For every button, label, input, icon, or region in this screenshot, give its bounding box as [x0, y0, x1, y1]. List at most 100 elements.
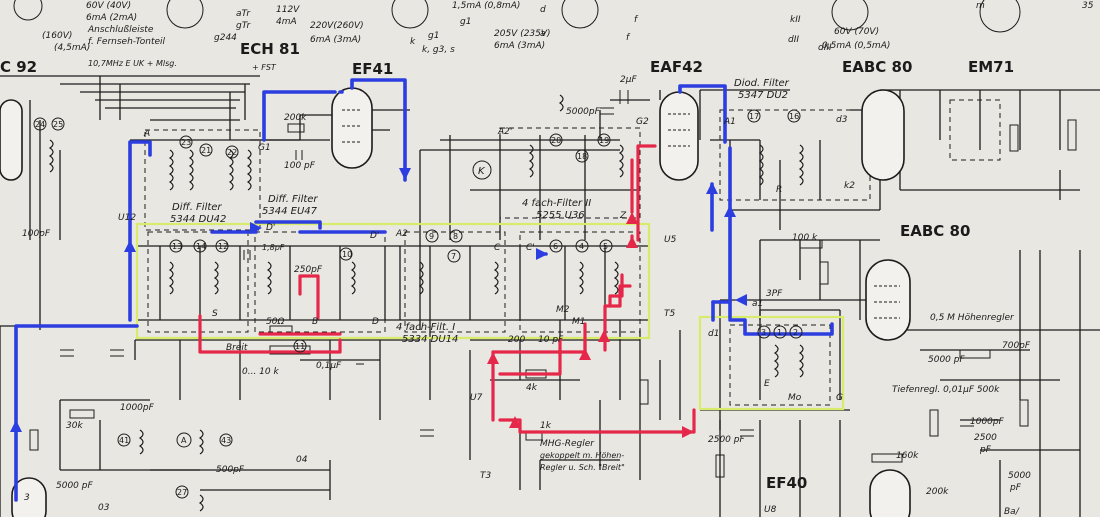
- kii-label: kII: [790, 15, 801, 25]
- A2b-label: A2': [497, 127, 512, 137]
- r160k-label: 160k: [896, 451, 919, 461]
- Db2-label: D': [266, 223, 275, 233]
- c5000pf-label: 5000pF: [566, 107, 601, 117]
- red-arrows: [487, 212, 694, 438]
- Mo-label: Mo: [788, 393, 802, 403]
- t3-marker: T3: [480, 471, 491, 481]
- r50-label: 50Ω: [266, 317, 284, 327]
- n14-label: 14: [196, 242, 206, 251]
- n3-label: 3: [761, 328, 766, 337]
- em71-label: EM71: [968, 58, 1014, 76]
- A1-label: A1: [723, 117, 736, 127]
- dIII-label: dIII: [818, 43, 832, 53]
- n4-label: 4: [579, 242, 584, 251]
- f2-label: f: [626, 33, 631, 43]
- n2-label: 2: [793, 328, 798, 337]
- c3-label: 3: [24, 493, 30, 503]
- r100k-label: 100 k: [792, 233, 818, 243]
- u7-marker: U7: [470, 393, 483, 403]
- o4-marker: 04: [296, 455, 308, 465]
- u12-marker: U12: [118, 213, 136, 223]
- n8-label: 8: [453, 232, 458, 241]
- Cb-label: C': [526, 243, 535, 253]
- c5000f-label: 5000 pF: [56, 481, 93, 491]
- c5000b-label: 5000 pF: [928, 355, 965, 365]
- c92-tube-symbol: [0, 99, 23, 181]
- g1-label: g1: [428, 31, 439, 41]
- v35-label: 35: [1082, 1, 1094, 11]
- blue-arrows: [10, 168, 747, 432]
- d1-label: d: [540, 5, 546, 15]
- ef40-tube-symbol: [869, 469, 911, 517]
- k-circle-marker: K: [478, 166, 486, 177]
- g244-label: g244: [214, 33, 237, 43]
- c10pf-label: 10 pF: [538, 335, 564, 345]
- detector-highlight-box: [698, 315, 845, 411]
- c2uf-label: 2µF: [620, 75, 637, 85]
- r200k2-label: 200k: [926, 487, 949, 497]
- fach-filter-2-title: 4 fach-Filter II: [522, 198, 591, 209]
- n41-label: 41: [119, 436, 129, 445]
- n6-label: 6: [553, 242, 558, 251]
- n18-label: 18: [577, 152, 587, 161]
- o3-marker: 03: [98, 503, 110, 513]
- D-label: D: [372, 317, 379, 327]
- S-label: S: [212, 309, 218, 319]
- c0-1uf-label: 0,1µF: [316, 361, 342, 371]
- mhg-regler-label: MHG-Regler: [540, 439, 595, 449]
- n16-label: 16: [789, 112, 799, 121]
- n9-label: 9: [429, 232, 434, 241]
- fach-filter-1-code: 5334 DU14: [402, 334, 458, 345]
- G1-label: G1: [258, 143, 271, 153]
- g1b-label: g1: [460, 17, 471, 27]
- n27-label: 27: [177, 488, 187, 497]
- f1-label: f: [634, 15, 639, 25]
- r200k-label: 200k: [284, 113, 307, 123]
- ma05-note: 0,5mA (0,5mA): [822, 41, 890, 51]
- A-label: A: [143, 129, 150, 139]
- M2-label: M2: [556, 305, 570, 315]
- k-label: k: [410, 37, 416, 47]
- n23-label: 23: [181, 138, 191, 147]
- c250pf-label: 250pF: [294, 265, 323, 275]
- c5000c-label: 5000: [1008, 471, 1031, 481]
- n20-label: 20: [551, 136, 561, 145]
- eabc80-top-tube-symbol: [861, 89, 905, 181]
- hoehenregler-label: 0,5 M Höhenregler: [930, 313, 1015, 323]
- ef41-tube-symbol: [331, 87, 373, 169]
- diod-filter-title: Diod. Filter: [734, 78, 790, 89]
- eabc80-mid-tube-symbol: [865, 259, 911, 341]
- v160-note: (160V): [42, 31, 72, 41]
- breit-label: Breit: [226, 343, 248, 353]
- a1-label: a: [540, 29, 546, 39]
- shield-outlines: [144, 99, 1001, 406]
- eaf42-label: EAF42: [650, 58, 703, 76]
- r0-10k-label: 0... 10 k: [242, 367, 279, 377]
- u5-marker: U5: [664, 235, 677, 245]
- ef40-label: EF40: [766, 474, 807, 492]
- c92-label: C 92: [0, 58, 37, 76]
- ma4-note: 4mA: [276, 17, 297, 27]
- diff-filter-1-title: Diff. Filter: [172, 202, 222, 213]
- highlight-boxes: [135, 222, 845, 411]
- fach-filter-1-title: 4 fach-Filt. I: [396, 322, 455, 333]
- mhg3-label: Regler u. Sch. "Breit": [540, 463, 625, 472]
- c1-8pf-label: 1,8pF: [262, 243, 285, 252]
- mhz-row-note: 10,7MHz E UK + Mlsg.: [88, 59, 177, 68]
- mhg2-label: gekoppelt m. Höhen-: [540, 451, 624, 460]
- c100pfL-label: 100pF: [22, 229, 51, 239]
- n25-label: 25: [53, 120, 63, 129]
- fernseh-note: f. Fernseh-Tonteil: [88, 37, 166, 47]
- n13-label: 13: [172, 242, 182, 251]
- anschluss-note: Anschlußleiste: [87, 25, 154, 35]
- c1000pf-label: 1000pF: [970, 417, 1005, 427]
- lower-left-tube-symbol: [11, 477, 47, 517]
- g3s-label: k, g3, s: [422, 45, 455, 55]
- A-sym-label: A: [181, 436, 187, 445]
- dII-label: dII: [788, 35, 799, 45]
- pf2-label: pF: [1009, 483, 1022, 493]
- gtr-label: gTr: [236, 21, 252, 31]
